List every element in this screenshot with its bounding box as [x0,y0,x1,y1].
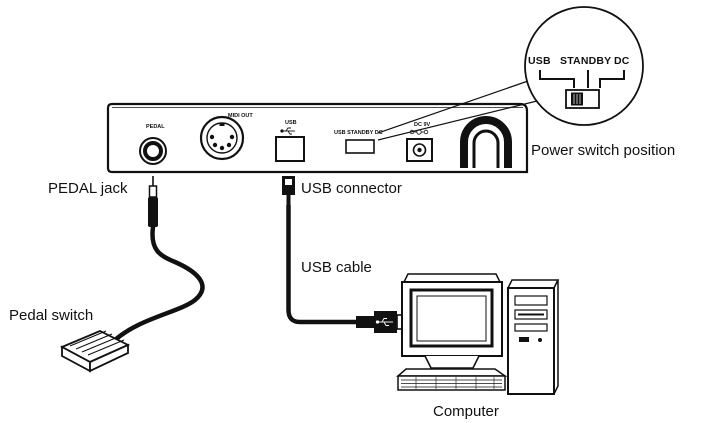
usb-port: USB [275,120,305,162]
computer-label: Computer [433,403,499,420]
pedal-cable [112,224,205,343]
computer-monitor [401,273,503,369]
zoom-standby-label: STANDBY [560,55,611,67]
usb-plug-icon [375,318,393,326]
computer-keyboard [396,368,508,391]
dc-port-label: DC 9V [414,122,431,128]
midi-out-port: MIDI OUT [199,113,253,161]
zoom-dc-label: DC [614,55,630,67]
computer-tower [506,279,560,395]
usb-a-plug [356,311,405,333]
pedal-jack-label: PEDAL jack [48,180,128,197]
zoom-usb-label: USB [528,55,551,67]
pedal-port-label: PEDAL [146,124,165,130]
pedal-jack-port: PEDAL [139,124,167,165]
usb-b-plug [282,176,295,205]
panel-power-switch: USB STANDBY DC [334,130,383,154]
usb-symbol-icon [280,127,295,135]
pedal-switch-label: Pedal switch [9,307,93,324]
pedal-switch [59,330,131,373]
usb-connector-label: USB connector [301,180,402,197]
midi-port-label: MIDI OUT [228,113,253,119]
cord-hook [460,116,512,168]
pedal-plug [148,176,158,227]
usb-cable [286,205,356,325]
usb-cable-label: USB cable [301,259,372,276]
dc-in-port: DC 9V [406,122,433,162]
switch-panel-label: USB STANDBY DC [334,130,383,136]
usb-port-label: USB [285,120,297,126]
power-switch-position-label: Power switch position [531,142,675,159]
power-switch-zoom: USB STANDBY DC [377,6,644,141]
